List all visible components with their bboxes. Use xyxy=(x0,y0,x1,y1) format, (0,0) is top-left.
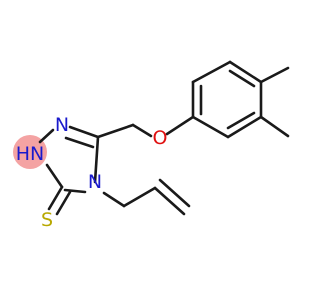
bond-methyl-upper xyxy=(259,66,290,84)
bond-ch-ch2 xyxy=(153,186,186,216)
molecule-drawing: N HN N O S xyxy=(13,60,290,231)
bond-c5-ch2 xyxy=(96,123,135,139)
atom-s-label: S xyxy=(41,209,53,231)
bond-ar-c6-c1 xyxy=(191,115,230,139)
bond-ar-c5-c6 xyxy=(226,115,263,139)
atom-nh-label: HN xyxy=(16,143,45,165)
bond-ar-c3-c4-inner xyxy=(228,69,256,88)
bond-n4-c3 xyxy=(63,188,87,194)
bond-ar-c5-c6-inner xyxy=(226,111,256,130)
bond-ar-c2-c3 xyxy=(191,60,232,84)
bond-ch2-ch xyxy=(122,186,157,208)
bond-n1-c5 xyxy=(68,125,100,139)
bond-c3-s-double xyxy=(55,190,72,216)
atom-n1-label: N xyxy=(55,114,69,136)
atom-o-label: O xyxy=(153,127,168,149)
bond-methyl-lower xyxy=(259,115,290,138)
bond-n4-ch2 xyxy=(102,191,126,208)
nh-highlight xyxy=(13,135,47,169)
bond-c3-n2 xyxy=(45,163,64,189)
bond-ch-ch2-double xyxy=(158,178,191,208)
bond-ar-c3-c4 xyxy=(228,60,263,84)
bond-n2-n1 xyxy=(38,128,55,144)
bond-ch2-o xyxy=(131,123,153,138)
bond-c3-s xyxy=(47,185,64,211)
bond-n1-c5-double xyxy=(64,136,95,149)
bond-o-c1 xyxy=(165,115,195,136)
structure-canvas: N HN N O S xyxy=(13,60,290,231)
bond-c5-n4 xyxy=(93,135,100,184)
atom-n4-label: N xyxy=(88,171,102,193)
